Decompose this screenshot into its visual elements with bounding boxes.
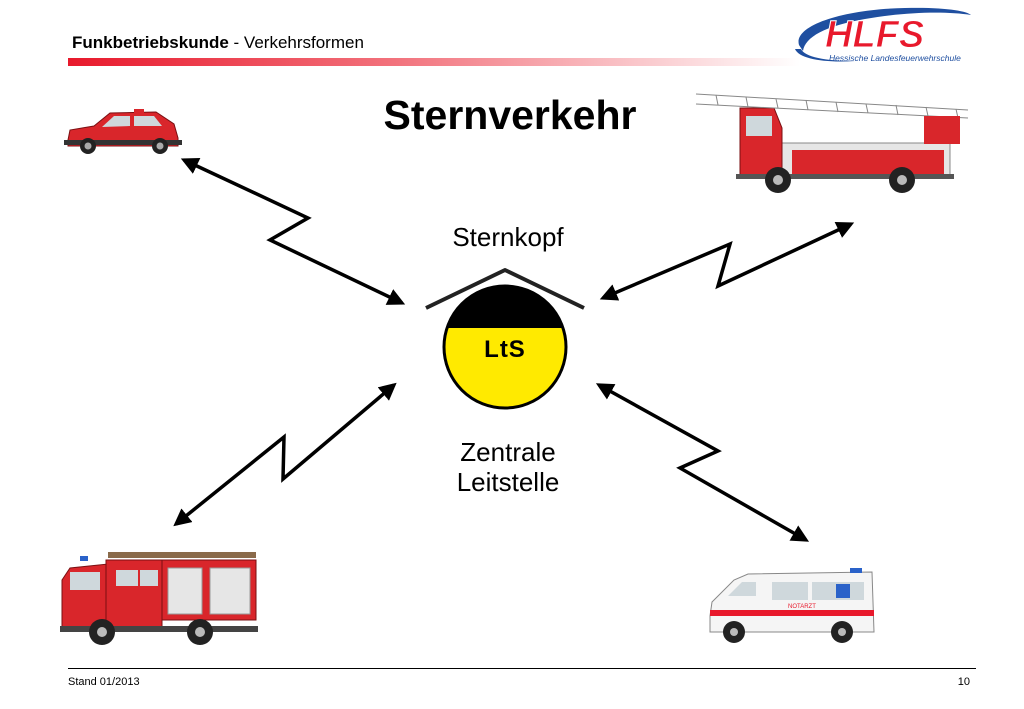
footer-divider	[68, 668, 976, 669]
hlfs-logo: HLFS Hessische Landesfeuerwehrschule	[795, 7, 971, 63]
logo-swoosh-lower	[795, 49, 855, 62]
slide-title: Sternverkehr	[383, 92, 637, 138]
header-topic: Verkehrsformen	[243, 33, 364, 52]
ambulance-icon: NOTARZT	[709, 568, 875, 643]
header-accent-bar	[68, 58, 800, 66]
fire-engine-icon	[60, 552, 258, 645]
radio-link-ambulance	[595, 383, 810, 542]
ambulance-marking: NOTARZT	[788, 604, 816, 610]
header-separator: -	[228, 33, 244, 52]
slide-header: Funkbetriebskunde - Verkehrsformen	[72, 33, 364, 53]
station-roof	[425, 268, 585, 310]
page-number: 10	[957, 676, 970, 688]
turntable-ladder-truck-icon	[695, 93, 969, 193]
sternkopf-label: Sternkopf	[452, 222, 564, 252]
radio-link-car	[180, 158, 406, 305]
radio-link-fire-engine	[173, 382, 397, 527]
lts-badge: LtS	[484, 336, 526, 363]
central-station	[425, 268, 585, 410]
central-dispatch-line1: Zentrale	[460, 437, 556, 467]
footer-stand: Stand 01/2013	[68, 676, 140, 688]
logo-subtitle: Hessische Landesfeuerwehrschule	[829, 53, 961, 63]
station-circle-cap	[447, 285, 563, 328]
car-icon	[64, 109, 182, 154]
logo-text: HLFS	[825, 14, 924, 56]
logo-swoosh	[798, 7, 971, 52]
header-subject: Funkbetriebskunde	[72, 33, 229, 52]
central-dispatch-line2: Leitstelle	[456, 467, 560, 497]
central-dispatch-label: Zentrale Leitstelle	[408, 437, 608, 497]
radio-link-ladder-truck	[599, 221, 855, 301]
